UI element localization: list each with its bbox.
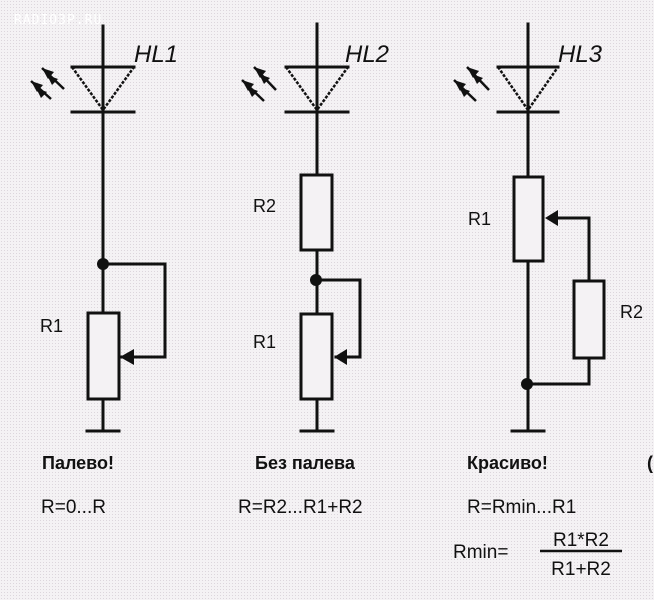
wiper-shunt-wire <box>314 278 362 359</box>
rmin-lhs: Rmin= <box>453 542 508 563</box>
watermark: RADIO3P.RU <box>14 13 102 28</box>
rmin-numerator: R1*R2 <box>553 530 609 551</box>
led-triangle <box>70 66 136 113</box>
resistor-r1 <box>86 311 121 401</box>
light-emission-arrows-icon <box>241 66 277 102</box>
caption-circuit-3: Красиво! <box>467 453 548 473</box>
resistor-r2 <box>299 173 334 252</box>
resistor-label-r1: R1 <box>253 332 276 352</box>
circuit-3: HL3 R1 R2 Красиво! R=Rmin...R1 Rmin= R1*… <box>453 22 643 580</box>
cropped-edge-glyph: ( <box>647 453 653 473</box>
wiper-arrow-icon <box>545 210 558 226</box>
light-emission-arrows-icon <box>453 66 490 102</box>
wiper-shunt-wire <box>101 262 167 359</box>
resistor-r2 <box>572 279 606 360</box>
led-hl3 <box>453 22 560 114</box>
rmin-formula: Rmin= R1*R2 R1+R2 <box>453 530 622 580</box>
led-label-hl3: HL3 <box>558 41 603 68</box>
resistor-r1 <box>512 175 545 263</box>
circuit-2: HL2 R2 R1 Без палева R=R2...R1+R2 <box>238 22 389 518</box>
led-label-hl1: HL1 <box>134 41 178 68</box>
led-hl2 <box>241 22 350 114</box>
range-formula-circuit-1: R=0...R <box>41 497 106 518</box>
range-formula-circuit-2: R=R2...R1+R2 <box>238 497 363 518</box>
circuit-1: HL1 R1 Палево! R=0...R <box>30 24 178 518</box>
rmin-denominator: R1+R2 <box>551 559 611 580</box>
light-emission-arrows-icon <box>30 67 65 100</box>
resistor-label-r1: R1 <box>40 316 63 336</box>
wiper-arrow-icon <box>334 349 347 365</box>
led-triangle <box>284 66 350 113</box>
resistor-label-r2: R2 <box>620 302 643 322</box>
led-hl1 <box>30 24 136 114</box>
wiper-arrow-icon <box>120 349 134 365</box>
led-label-hl2: HL2 <box>345 41 389 68</box>
caption-circuit-2: Без палева <box>255 453 356 473</box>
range-formula-circuit-3: R=Rmin...R1 <box>467 497 576 518</box>
wiper-wire <box>556 216 591 283</box>
resistor-r1 <box>299 312 334 401</box>
return-wire <box>525 356 591 386</box>
resistor-label-r1: R1 <box>468 209 491 229</box>
resistor-label-r2: R2 <box>253 196 276 216</box>
junction-dot <box>521 378 533 390</box>
led-triangle <box>496 66 560 113</box>
caption-circuit-1: Палево! <box>42 453 114 473</box>
